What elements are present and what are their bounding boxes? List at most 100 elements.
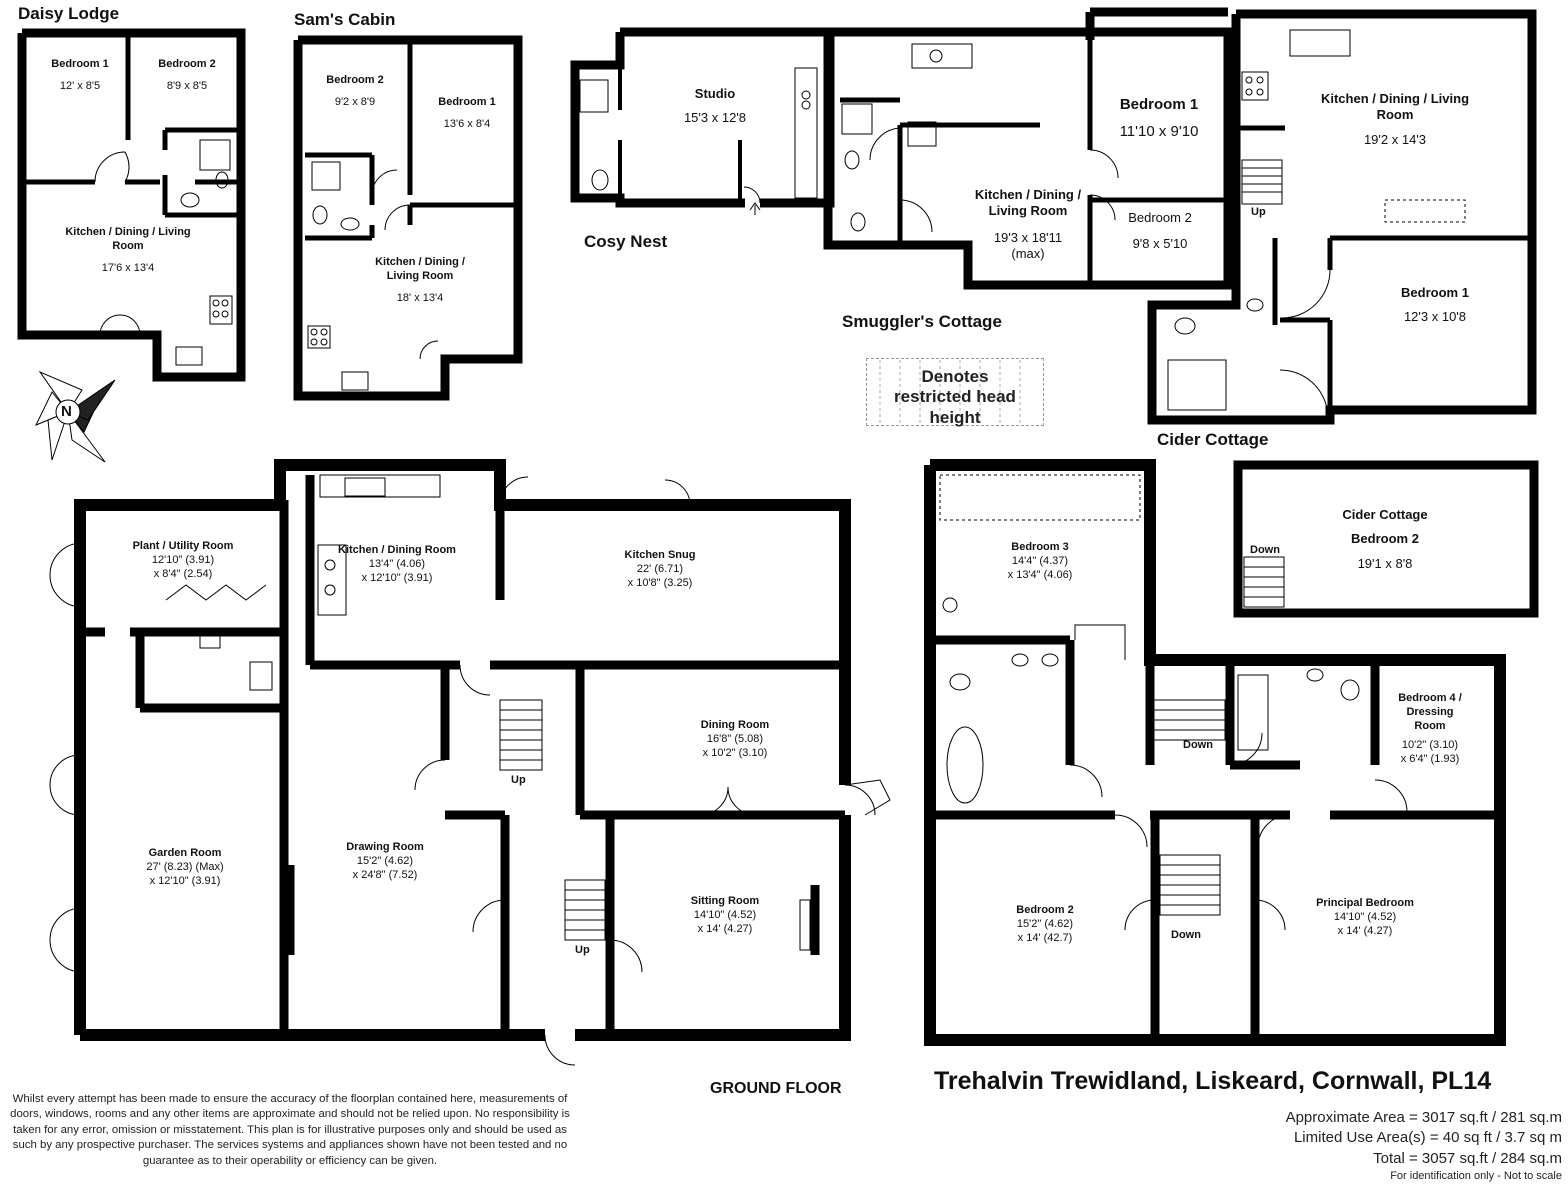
sams-cabin-title: Sam's Cabin <box>294 10 396 29</box>
room-name: Kitchen / Dining / Living Room <box>65 226 191 252</box>
room-name-line1: Cider Cottage <box>1342 507 1428 522</box>
room-size-1: 14'10" (4.52) <box>693 908 757 921</box>
room-name-line3: Room <box>1414 719 1446 732</box>
first-floor-walls <box>924 459 1506 1046</box>
room-name: Bedroom 1 <box>51 58 109 70</box>
room-size-suffix: (Max) <box>195 860 224 873</box>
room-size-2: x 10'2" (3.10) <box>702 746 768 759</box>
room-size-2: x 6'4" (1.93) <box>1400 753 1460 765</box>
room-size-1: 14'4" (4.37) <box>1011 554 1069 567</box>
sams-bedroom-2-label: Bedroom 2 9'2 x 8'9 <box>315 74 395 110</box>
dining-room-label: Dining Room 16'8" (5.08) x 10'2" (3.10) <box>670 719 800 760</box>
room-name-line1: Bedroom 4 / <box>1398 692 1462 704</box>
room-size: 15'3 x 12'8 <box>683 110 747 126</box>
room-size: 12'3 x 10'8 <box>1403 309 1467 325</box>
room-size: 19'3 x 18'11 (max) <box>993 229 1063 261</box>
smugglers-bedroom-2-label: Bedroom 2 9'8 x 5'10 <box>1108 210 1212 253</box>
room-name: Bedroom 2 <box>326 74 384 86</box>
property-address: Trehalvin Trewidland, Liskeard, Cornwall… <box>934 1067 1492 1095</box>
cider-stairs-down-label: Down <box>1250 544 1280 556</box>
room-size-1: 27' (8.23) <box>146 860 193 873</box>
cider-cottage-upper-walls <box>1233 460 1539 618</box>
stairs-down-label-2: Down <box>1171 929 1201 941</box>
bedroom-3-label: Bedroom 3 14'4" (4.37) x 13'4" (4.06) <box>980 541 1100 582</box>
disclaimer-text: Whilst every attempt has been made to en… <box>10 1093 570 1167</box>
room-size-1: 13'4" (4.06) <box>368 557 426 570</box>
room-name: Principal Bedroom <box>1316 897 1414 909</box>
room-size-2: x 13'4" (4.06) <box>1007 568 1073 581</box>
stairs-down-label-1: Down <box>1183 739 1213 751</box>
daisy-lodge-walls <box>17 28 246 382</box>
smugglers-cottage-walls <box>823 7 1233 290</box>
room-name: Kitchen / Dining / Living Room <box>1320 91 1470 123</box>
room-name: Studio <box>694 86 736 101</box>
room-size-1: 16'8" (5.08) <box>706 732 764 745</box>
room-size-2: x 8'4" (2.54) <box>153 567 213 580</box>
total-area: Total = 3057 sq.ft / 284 sq.m <box>1373 1149 1562 1167</box>
daisy-bedroom-1-label: Bedroom 1 12' x 8'5 <box>40 58 120 94</box>
cider-upper-bedroom-label: Cider Cottage Bedroom 2 19'1 x 8'8 <box>1320 507 1450 572</box>
smugglers-cottage-title: Smuggler's Cottage <box>842 312 1002 331</box>
sams-bedroom-1-label: Bedroom 1 13'6 x 8'4 <box>424 96 510 132</box>
cider-stairs-up-label: Up <box>1251 206 1266 218</box>
room-size-1: 15'2" (4.62) <box>1016 917 1074 930</box>
cider-cottage-walls <box>1147 9 1537 425</box>
bedroom-2-label: Bedroom 2 15'2" (4.62) x 14' (42.7) <box>985 904 1105 945</box>
room-name: Garden Room <box>148 847 222 859</box>
room-name: Kitchen / Dining Room <box>338 544 456 556</box>
room-size-1: 10'2" (3.10) <box>1401 739 1459 752</box>
room-size: 11'10 x 9'10 <box>1119 122 1199 140</box>
bedroom-4-label: Bedroom 4 / Dressing Room 10'2" (3.10) x… <box>1380 692 1480 767</box>
room-name: Bedroom 1 <box>1401 285 1469 300</box>
room-size: 19'1 x 8'8 <box>1357 555 1413 571</box>
room-name: Kitchen / Dining / Living Room <box>375 256 465 282</box>
room-size: 9'2 x 8'9 <box>334 95 376 108</box>
room-size-2: x 14' (4.27) <box>697 922 753 935</box>
room-name: Bedroom 2 <box>158 58 216 70</box>
compass-rose <box>34 370 116 463</box>
room-size-2: x 12'10" (3.91) <box>149 874 221 887</box>
room-name: Bedroom 3 <box>1011 541 1069 553</box>
room-name: Sitting Room <box>690 895 760 907</box>
kitchen-dining-room-label: Kitchen / Dining Room 13'4" (4.06) x 12'… <box>322 544 472 585</box>
room-size-2: x 14' (4.27) <box>1337 924 1393 937</box>
daisy-bedroom-2-label: Bedroom 2 8'9 x 8'5 <box>142 58 232 94</box>
daisy-lodge-title: Daisy Lodge <box>18 4 120 23</box>
area-summary: Approximate Area = 3017 sq.ft / 281 sq.m… <box>1286 1108 1562 1184</box>
room-size-2: x 14' (42.7) <box>1017 931 1073 944</box>
sams-cabin-walls <box>293 35 523 401</box>
room-size-2: x 12'10" (3.91) <box>361 571 433 584</box>
smugglers-kitchen-label: Kitchen / Dining / Living Room 19'3 x 18… <box>966 187 1090 262</box>
stairs-up-label-2: Up <box>575 944 590 956</box>
drawing-room-label: Drawing Room 15'2" (4.62) x 24'8" (7.52) <box>325 841 445 882</box>
cosy-studio-label: Studio 15'3 x 12'8 <box>660 86 770 127</box>
stairs-up-label-1: Up <box>511 774 526 786</box>
room-size-2: x 10'8" (3.25) <box>627 576 693 589</box>
room-name: Plant / Utility Room <box>132 540 234 552</box>
room-name: Bedroom 1 <box>438 96 496 108</box>
room-name-line2: Bedroom 2 <box>1351 531 1419 547</box>
restricted-height-text: Denotes restricted head height <box>894 367 1016 427</box>
plant-utility-room-label: Plant / Utility Room 12'10" (3.91) x 8'4… <box>108 540 258 581</box>
approximate-area: Approximate Area = 3017 sq.ft / 281 sq.m <box>1285 1109 1562 1126</box>
room-name: Bedroom 2 <box>1128 210 1192 225</box>
identification-note: For identification only - Not to scale <box>1390 1169 1562 1182</box>
room-name: Kitchen Snug <box>624 549 696 561</box>
limited-use-area: Limited Use Area(s) = 40 sq ft / 3.7 sq … <box>1293 1129 1562 1147</box>
room-size-1: 14'10" (4.52) <box>1333 910 1397 923</box>
cider-cottage-title: Cider Cottage <box>1157 430 1269 449</box>
sams-kitchen-label: Kitchen / Dining / Living Room 18' x 13'… <box>358 256 482 305</box>
principal-bedroom-label: Principal Bedroom 14'10" (4.52) x 14' (4… <box>1300 897 1430 938</box>
daisy-kitchen-label: Kitchen / Dining / Living Room 17'6 x 13… <box>62 226 194 275</box>
compass-north-letter: N <box>61 403 72 420</box>
room-name: Dining Room <box>700 719 770 731</box>
room-name: Drawing Room <box>346 841 424 853</box>
room-name: Bedroom 1 <box>1119 96 1199 113</box>
kitchen-snug-label: Kitchen Snug 22' (6.71) x 10'8" (3.25) <box>590 549 730 590</box>
room-size-1: 15'2" (4.62) <box>356 854 414 867</box>
room-size-1: 12'10" (3.91) <box>151 553 215 566</box>
ground-floor-label: GROUND FLOOR <box>710 1080 842 1097</box>
room-size: 18' x 13'4 <box>396 291 444 304</box>
sitting-room-label: Sitting Room 14'10" (4.52) x 14' (4.27) <box>665 895 785 936</box>
restricted-height-legend: Denotes restricted head height <box>866 358 1044 427</box>
